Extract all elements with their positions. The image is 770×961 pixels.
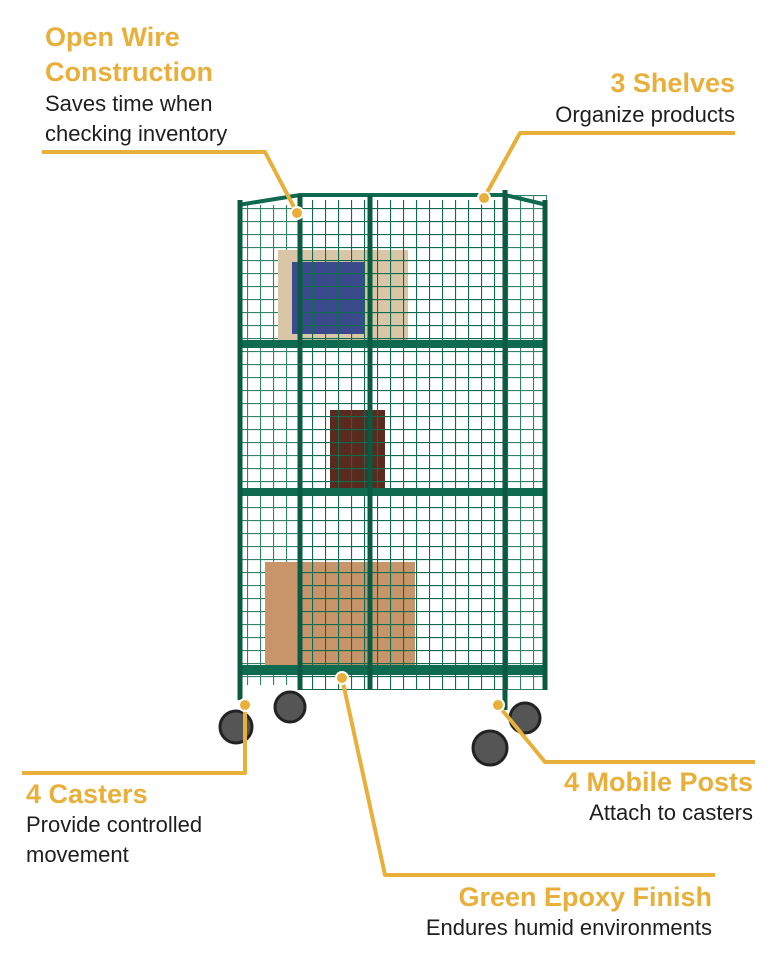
wire-cart bbox=[218, 190, 548, 767]
callout-title: 3 Shelves bbox=[610, 68, 735, 98]
callout-title: Green Epoxy Finish bbox=[458, 882, 712, 912]
callout-title: Construction bbox=[45, 57, 213, 87]
callout-subtitle: Attach to casters bbox=[589, 800, 753, 825]
callout-title: Open Wire bbox=[45, 22, 180, 52]
callout-dots bbox=[238, 191, 505, 712]
callout-lines bbox=[22, 131, 755, 877]
callout-title: 4 Mobile Posts bbox=[563, 767, 753, 797]
callout-subtitle: Saves time when bbox=[45, 91, 213, 116]
callout-subtitle: Endures humid environments bbox=[425, 915, 712, 940]
callout-subtitle: Organize products bbox=[555, 102, 735, 127]
callout-subtitle: Provide controlled bbox=[26, 812, 203, 837]
callout-subtitle: movement bbox=[26, 842, 129, 867]
callout-title: 4 Casters bbox=[26, 779, 148, 809]
callout-subtitle: checking inventory bbox=[45, 121, 228, 146]
